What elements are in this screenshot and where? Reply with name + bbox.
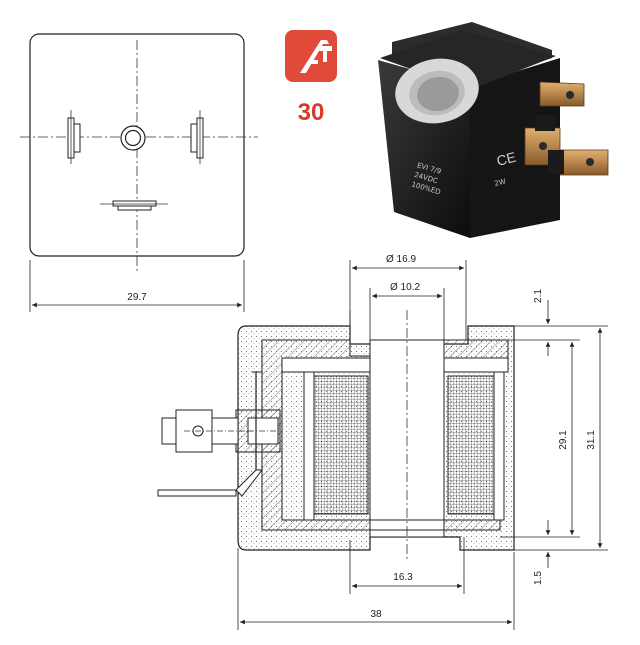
connector-pins	[524, 81, 609, 176]
dim-bottom-gap: 1.5	[533, 571, 544, 585]
dim-total-width: 38	[370, 609, 382, 620]
size-badge: 30	[285, 30, 337, 126]
caliper-icon	[300, 40, 332, 73]
dim-top-gap: 2.1	[533, 289, 544, 303]
dim-bottom-bore: 16.3	[393, 572, 413, 583]
dim-inner-height: 29.1	[558, 430, 569, 450]
dim-outer-bore: Ø 16.9	[386, 254, 416, 265]
dim-inner-bore: Ø 10.2	[390, 282, 420, 293]
cross-section: Ø 16.9 Ø 10.2 2.1 29.1 31.1 1.5 16.3 38	[157, 254, 608, 630]
winding-right	[447, 375, 495, 515]
left-pin-slot	[67, 110, 81, 164]
right-pin-slot	[190, 110, 204, 164]
dim-total-height: 31.1	[586, 430, 597, 450]
coil-power: 2W	[494, 177, 507, 188]
ground-pin-slot	[100, 200, 168, 211]
badge-number: 30	[298, 99, 325, 126]
coil-photo: EVI 7/9 24VDC 100%ED 2W CE	[378, 22, 609, 238]
front-view: 29.7	[20, 33, 258, 312]
side-connector	[157, 371, 282, 497]
winding-left	[313, 375, 369, 515]
dim-width-top: 29.7	[127, 292, 147, 303]
ce-mark: CE	[495, 149, 518, 169]
